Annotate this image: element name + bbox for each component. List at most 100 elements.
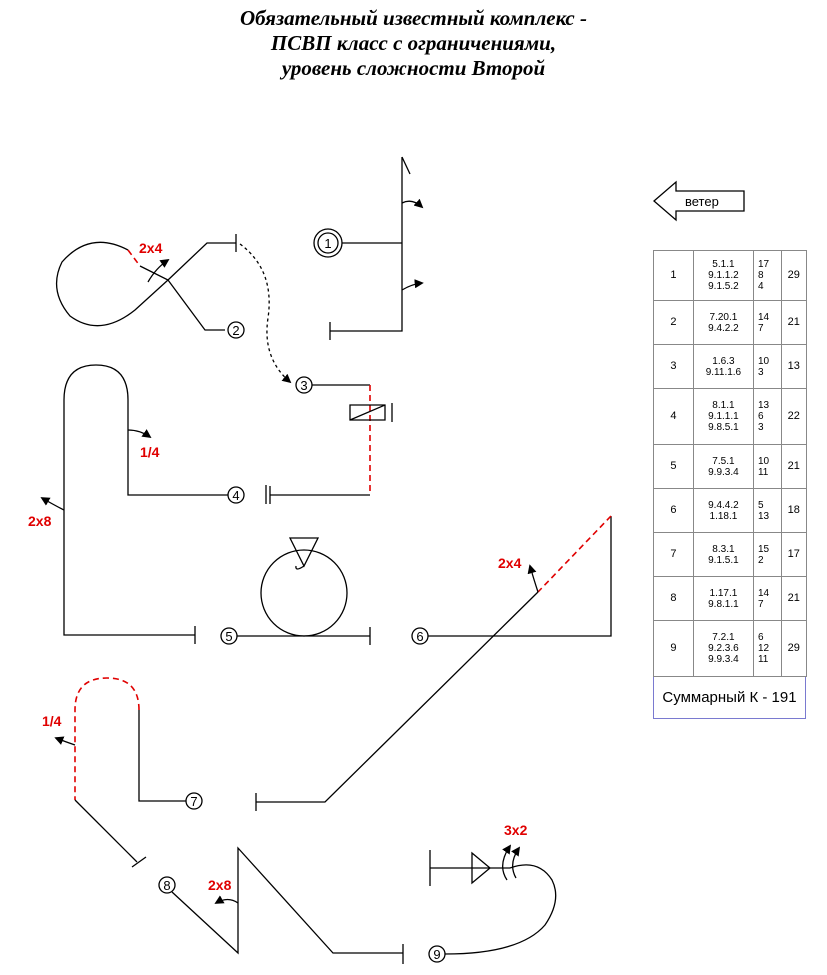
figure-2-number: 2 xyxy=(232,323,239,338)
coefficient: 3 xyxy=(757,422,764,433)
coefficient: 14 xyxy=(757,587,770,599)
catalog-code: 1.6.3 xyxy=(712,355,735,367)
catalog-code: 9.1.5.1 xyxy=(708,554,739,566)
figure-4-number: 4 xyxy=(232,488,239,503)
total-coefficient: Суммарный К - 191 xyxy=(653,677,806,719)
figure-9-number: 9 xyxy=(433,947,440,962)
figure-number-cell: 4 xyxy=(653,388,694,445)
coefficient: 6 xyxy=(757,411,764,422)
coefficient: 7 xyxy=(757,322,764,334)
figure-8: 8 2x8 xyxy=(158,846,404,964)
connector-2-3 xyxy=(239,243,292,384)
coefficient: 13 xyxy=(757,400,770,411)
wind-label: ветер xyxy=(685,194,719,209)
figure-total-cell: 29 xyxy=(780,250,808,301)
coefficient: 11 xyxy=(757,466,769,478)
figure-total-cell: 17 xyxy=(780,532,808,577)
roll-label-2x4-b: 2x4 xyxy=(498,555,522,571)
figure-3-number: 3 xyxy=(300,378,307,393)
roll-label-2x4-a: 2x4 xyxy=(139,240,163,256)
coefficient: 11 xyxy=(757,654,769,665)
title-line-1: Обязательный известный комплекс - xyxy=(240,6,587,30)
figure-total-cell: 22 xyxy=(780,388,808,445)
figure-6-number: 6 xyxy=(416,629,423,644)
roll-label-1-4-b: 1/4 xyxy=(42,713,62,729)
figure-number-cell: 6 xyxy=(653,488,694,533)
figure-2: 2x4 2 xyxy=(55,234,245,339)
catalog-code: 7.20.1 xyxy=(709,311,738,323)
figure-total-cell: 18 xyxy=(780,488,808,533)
catalog-code: 9.4.4.2 xyxy=(708,499,739,511)
figure-6: 6 2x4 xyxy=(255,515,612,811)
coefficient: 15 xyxy=(757,543,770,555)
title-line-3: уровень сложности Второй xyxy=(281,56,546,80)
catalog-code: 9.4.2.2 xyxy=(708,322,739,334)
catalog-code: 9.11.1.6 xyxy=(705,366,742,378)
figure-9: 9 3x2 xyxy=(428,822,557,963)
figure-number-cell: 1 xyxy=(653,250,694,301)
coefficient: 12 xyxy=(757,643,770,654)
catalog-code: 9.9.3.4 xyxy=(708,654,739,665)
figure-total-cell: 29 xyxy=(780,620,808,677)
catalog-code: 9.1.5.2 xyxy=(708,281,739,292)
roll-label-2x8-b: 2x8 xyxy=(208,877,232,893)
catalog-code: 9.1.1.2 xyxy=(708,270,739,281)
page-title: Обязательный известный комплекс - ПСВП к… xyxy=(0,6,827,81)
roll-label-2x8-a: 2x8 xyxy=(28,513,52,529)
coefficient: 17 xyxy=(757,259,770,270)
figure-number-cell: 9 xyxy=(653,620,694,677)
figure-7-number: 7 xyxy=(190,794,197,809)
figure-3: 3 xyxy=(269,376,393,504)
coefficient: 3 xyxy=(757,366,764,378)
catalog-code: 9.1.1.1 xyxy=(708,411,739,422)
coefficient: 2 xyxy=(757,554,764,566)
figure-total-cell: 21 xyxy=(780,300,808,345)
wind-arrow: ветер xyxy=(653,180,745,222)
coefficient: 13 xyxy=(757,510,770,522)
roll-label-3x2: 3x2 xyxy=(504,822,528,838)
figure-number-cell: 5 xyxy=(653,444,694,489)
catalog-code: 9.8.5.1 xyxy=(708,422,739,433)
coefficient: 8 xyxy=(757,270,764,281)
figure-5: 5 xyxy=(220,537,371,645)
catalog-code: 1.18.1 xyxy=(709,510,738,522)
figure-5-number: 5 xyxy=(225,629,232,644)
figure-1-number: 1 xyxy=(324,236,331,251)
catalog-code: 1.17.1 xyxy=(709,587,738,599)
roll-label-1-4-a: 1/4 xyxy=(140,444,160,460)
figure-total-cell: 21 xyxy=(780,444,808,489)
coefficient: 5 xyxy=(757,499,764,511)
figure-number-cell: 8 xyxy=(653,576,694,621)
figure-number-cell: 3 xyxy=(653,344,694,389)
figure-7: 7 1/4 xyxy=(42,677,203,868)
coefficient: 7 xyxy=(757,598,764,610)
catalog-code: 9.2.3.6 xyxy=(708,643,739,654)
catalog-code: 8.3.1 xyxy=(712,543,735,555)
coefficient: 6 xyxy=(757,632,764,643)
catalog-code: 9.8.1.1 xyxy=(708,598,739,610)
